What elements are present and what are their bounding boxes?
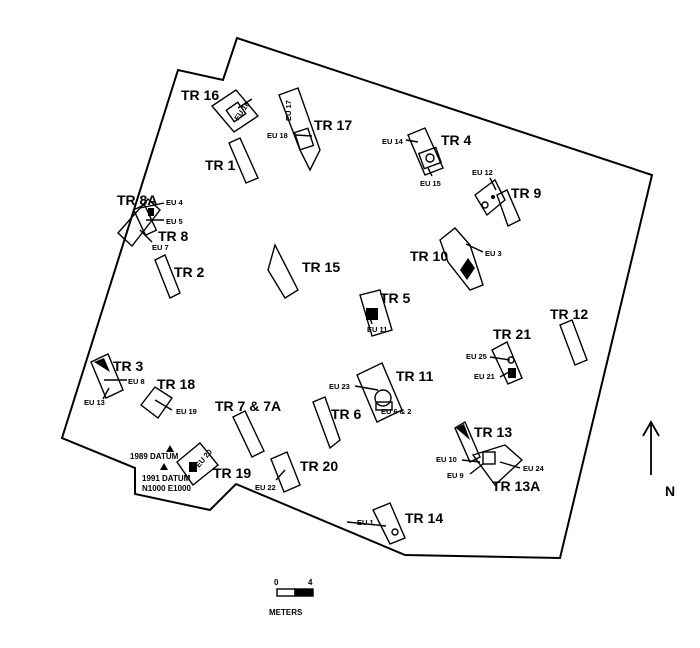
trench-11-shape xyxy=(356,362,403,423)
leader-lines xyxy=(102,98,521,527)
trench-shapes xyxy=(90,87,588,545)
datum-1989-marker xyxy=(166,445,174,452)
unit-25-label: EU 25 xyxy=(466,352,487,361)
trench-12-shape xyxy=(559,319,588,366)
trench-13a-label: TR 13A xyxy=(492,478,540,494)
unit-19-label: EU 19 xyxy=(176,407,197,416)
unit-11-label: EU 11 xyxy=(367,325,387,334)
trench-4-label: TR 4 xyxy=(441,132,472,148)
trench-13-label: TR 13 xyxy=(474,424,512,440)
trench-21-label: TR 21 xyxy=(493,326,531,342)
unit-24-label: EU 24 xyxy=(523,464,545,473)
trench-9-label: TR 9 xyxy=(511,185,542,201)
north-arrow: N xyxy=(642,420,675,499)
trench-13-shape xyxy=(454,420,481,463)
scale-unit-label: METERS xyxy=(269,608,303,617)
unit-13-label: EU 13 xyxy=(84,398,105,407)
trench-18-shape xyxy=(140,386,173,419)
scale-segment-white xyxy=(276,588,296,597)
trench-18-label: TR 18 xyxy=(157,376,195,392)
unit-8-label: EU 8 xyxy=(128,377,145,386)
trench-labels: TR 16 TR 17 TR 1 TR 4 TR 9 TR 8A TR 8 TR… xyxy=(113,87,588,526)
trench-11-label: TR 11 xyxy=(396,368,434,384)
datum-1991-coords: N1000 E1000 xyxy=(142,484,191,493)
trench-8a-label: TR 8A xyxy=(117,192,157,208)
datum-1991-label: 1991 DATUM xyxy=(142,474,191,483)
scale-bar: 0 4 METERS xyxy=(269,578,314,617)
trench-1-shape xyxy=(228,137,259,184)
site-boundary xyxy=(60,36,654,560)
trench-15-label: TR 15 xyxy=(302,259,340,275)
trench-10-label: TR 10 xyxy=(410,248,448,264)
trench-7-shape xyxy=(232,410,265,458)
unit-10-label: EU 10 xyxy=(436,455,457,464)
trench-10-shape xyxy=(439,227,484,291)
trench-17-label: TR 17 xyxy=(314,117,352,133)
trench-5-label: TR 5 xyxy=(380,290,411,306)
trench-16-label: TR 16 xyxy=(181,87,219,103)
scale-tick-4: 4 xyxy=(308,578,313,587)
trench-2-label: TR 2 xyxy=(174,264,205,280)
trench-19-shape xyxy=(176,442,219,487)
unit-22-label: EU 22 xyxy=(255,483,276,492)
unit-18-label: EU 18 xyxy=(267,131,288,140)
trench-2-shape xyxy=(154,254,181,299)
unit-6-2-label: EU 6 & 2 xyxy=(381,407,411,416)
trench-16-shape xyxy=(210,89,260,133)
north-label: N xyxy=(665,483,675,499)
scale-segment-black xyxy=(294,588,314,597)
trench-7-label: TR 7 & 7A xyxy=(215,398,281,414)
trench-15-shape xyxy=(267,243,299,299)
datum-1991-marker xyxy=(160,463,168,470)
unit-1-label: EU 1 xyxy=(357,518,374,527)
trench-14-label: TR 14 xyxy=(405,510,443,526)
scale-tick-0: 0 xyxy=(274,578,279,587)
unit-14-label: EU 14 xyxy=(382,137,404,146)
trench-20-shape xyxy=(270,451,301,493)
unit-15-label: EU 15 xyxy=(420,179,441,188)
trench-8-shape xyxy=(117,198,161,248)
unit-7-label: EU 7 xyxy=(152,243,169,252)
unit-4-label: EU 4 xyxy=(166,198,184,207)
unit-21-label: EU 21 xyxy=(474,372,495,381)
trench-14-shape xyxy=(372,502,406,545)
unit-9-label: EU 9 xyxy=(447,471,464,480)
trench-12-label: TR 12 xyxy=(550,306,588,322)
datums: 1989 DATUM 1991 DATUM N1000 E1000 xyxy=(130,445,191,493)
unit-5-label: EU 5 xyxy=(166,217,183,226)
trench-21-shape xyxy=(491,341,523,385)
trench-5-shape xyxy=(359,289,393,337)
trench-20-label: TR 20 xyxy=(300,458,338,474)
unit-3-label: EU 3 xyxy=(485,249,502,258)
trench-1-label: TR 1 xyxy=(205,157,236,173)
trench-8-label: TR 8 xyxy=(158,228,189,244)
trench-9-shape xyxy=(474,178,506,217)
unit-17-label: EU 17 xyxy=(284,100,293,121)
trench-3-shape xyxy=(90,353,124,399)
trench-3-label: TR 3 xyxy=(113,358,144,374)
unit-23-label: EU 23 xyxy=(329,382,350,391)
unit-20-label: EU 20 xyxy=(194,448,214,470)
trench-6-label: TR 6 xyxy=(331,406,362,422)
trench-19-label: TR 19 xyxy=(213,465,251,481)
unit-12-label: EU 12 xyxy=(472,168,493,177)
trench-6-shape xyxy=(312,396,341,450)
datum-1989-label: 1989 DATUM xyxy=(130,452,179,461)
trench-4-shape xyxy=(407,127,444,176)
trench-13a-shape xyxy=(471,444,524,487)
